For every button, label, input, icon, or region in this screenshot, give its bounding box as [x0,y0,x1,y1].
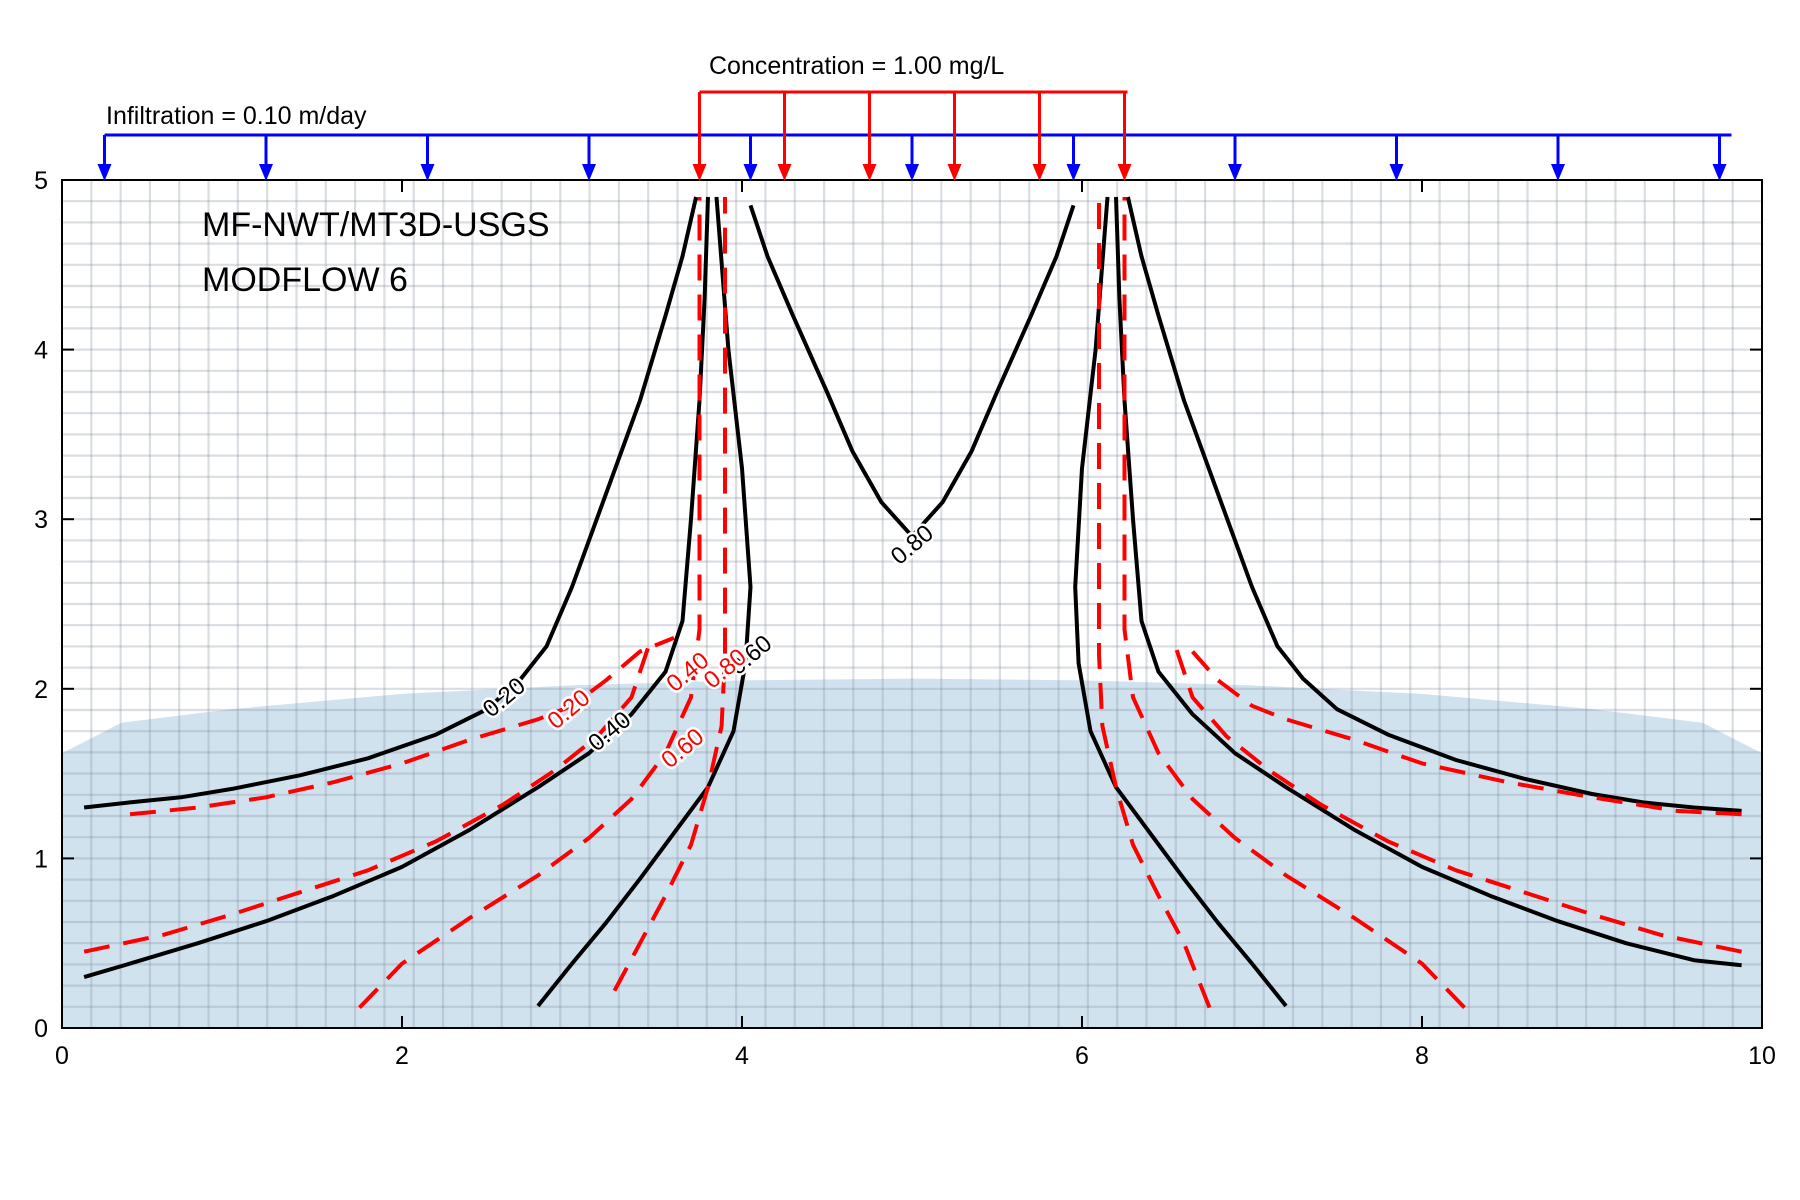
concentration-label: Concentration = 1.00 mg/L [709,52,1004,80]
saturated-zone [62,678,1762,1028]
arrow-head [1228,164,1242,181]
arrow-head [692,164,707,181]
arrow-head [97,164,112,181]
x-tick-label: 8 [1415,1042,1429,1070]
mf6-contour-02 [1191,650,1742,817]
arrow-head [1032,164,1047,181]
mf6-contour-08 [1097,197,1212,1009]
mf6-contour-08 [612,197,727,992]
y-tick-label: 0 [34,1015,48,1043]
arrow-head [1117,164,1132,181]
legend-item-mfnwt: MF-NWT/MT3D-USGS [202,206,550,244]
arrow-head [1066,164,1081,181]
contour-lines [83,196,1743,1009]
x-tick-label: 0 [55,1042,69,1070]
mf6-contour-06 [1122,197,1466,1009]
mf6-contour-04 [83,645,651,954]
y-tick-label: 3 [34,506,48,534]
mfnwt-contour-06 [536,196,753,1008]
boundary-conditions: Infiltration = 0.10 m/day Concentration … [97,52,1732,181]
legend-item-mf6: MODFLOW 6 [202,261,408,299]
arrow-head [1551,164,1565,181]
arrow-head [862,164,877,181]
mfnwt-contour-04 [1114,196,1742,968]
mfnwt-contour-08 [748,204,1076,539]
arrow-head [582,164,596,181]
arrow-head [1389,164,1404,181]
arrow-head [1712,164,1727,181]
arrow-head [259,164,273,181]
x-tick-label: 6 [1075,1042,1089,1070]
mfnwt-contour-02 [1125,196,1742,813]
y-tick-label: 2 [34,676,48,704]
arrow-head [743,164,758,181]
model-grid [62,180,1762,1028]
x-tick-label: 2 [395,1042,409,1070]
y-tick-label: 5 [34,167,48,195]
arrow-head [420,164,435,181]
y-tick-label: 4 [34,337,48,365]
axes: 0 2 4 6 8 10 0 1 2 3 4 5 [34,167,1776,1070]
arrow-head [777,164,792,181]
infiltration-label: Infiltration = 0.10 m/day [106,102,367,130]
y-tick-label: 1 [34,845,48,873]
arrow-head [947,164,962,181]
mfnwt-contour-04 [83,196,710,980]
mf6-contour-06 [358,197,702,1009]
mf6-contour-04 [1173,645,1743,954]
mfnwt-contour-06 [1073,196,1288,1008]
mfnwt-contour-02 [83,196,699,810]
plot-area [62,180,1762,1028]
arrow-head [905,164,919,181]
x-tick-label: 10 [1748,1042,1776,1070]
legend: MF-NWT/MT3D-USGS MODFLOW 6 [202,206,550,299]
x-tick-label: 4 [735,1042,749,1070]
